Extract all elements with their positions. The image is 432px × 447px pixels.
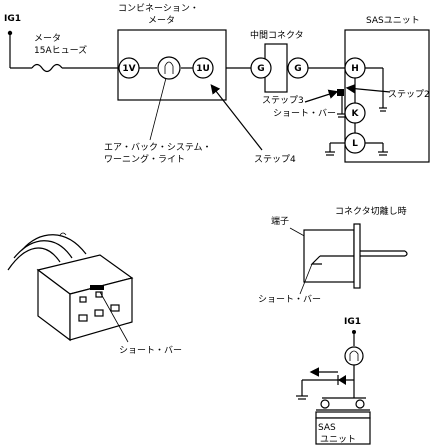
connector-front-face (69, 277, 133, 341)
connector-illustration: ショート・バー (7, 232, 182, 356)
terminal-label: 端子 (271, 215, 289, 227)
step4-label: ステップ4 (254, 154, 296, 165)
warning-light-label-1: エア・バック・システム・ (104, 142, 212, 153)
connector-wire-2 (13, 240, 73, 259)
combination-meter-label-1: コンビネーション・ (118, 3, 199, 14)
small-terminal-b (355, 399, 365, 409)
connector-hole-5 (95, 291, 103, 298)
small-lamp-filament-icon (349, 350, 359, 361)
combination-meter-label-2: メータ (148, 15, 175, 26)
connector-hole-3 (110, 304, 120, 312)
step2-label: ステップ2 (388, 89, 430, 100)
short-bar-top-label: ショート・バー (273, 108, 336, 119)
small-lamp-icon (344, 346, 364, 366)
terminal-g-right-label: G (294, 64, 301, 74)
warning-light-label-2: ワーニング・ライト (104, 153, 185, 165)
terminal-1v (118, 57, 140, 79)
meter-fuse-label-2: 15Aヒューズ (34, 44, 87, 56)
connector-flange (353, 223, 361, 289)
short-bar-bottom-leader (99, 291, 129, 343)
short-bar-mid-leader (299, 263, 313, 295)
terminal-1u-label: 1U (196, 64, 210, 74)
connector-hole-4 (79, 296, 87, 303)
diode-icon (338, 375, 346, 385)
fuse-icon (31, 63, 63, 73)
small-sas-box (315, 417, 371, 445)
wire-break-mark (59, 232, 67, 236)
terminal-k-label: K (352, 109, 360, 119)
connector-hole-2 (94, 309, 104, 317)
step3-label: ステップ3 (262, 95, 304, 106)
warning-lamp-icon (157, 56, 181, 80)
warning-light-leader (149, 77, 167, 141)
terminal-h-label: H (351, 64, 359, 74)
small-sas-label-2: ユニット (320, 435, 356, 445)
short-bar-bottom-label: ショート・バー (119, 345, 182, 356)
ig1-top-label: IG1 (4, 14, 21, 24)
meter-fuse-label-1: メータ (34, 33, 61, 44)
connector-wire-3 (21, 234, 87, 255)
small-sas-strip (315, 411, 371, 419)
connector-hole-1 (78, 314, 88, 322)
mid-connector-label: 中間コネクタ (250, 29, 304, 41)
terminal-l-label: L (352, 139, 358, 149)
connector-detached-section: コネクタ切離し時 端子 ショート・バー (258, 205, 408, 305)
small-schematic: IG1 SAS ユニット (296, 317, 371, 445)
connector-wire-1 (7, 247, 61, 271)
step3-arrow (304, 89, 339, 103)
step2-arrow (345, 83, 391, 94)
small-sas-label-1: SAS (318, 423, 336, 433)
terminal-1v-label: 1V (122, 64, 135, 74)
terminal-1u (192, 57, 214, 79)
connector-detached-label: コネクタ切離し時 (335, 205, 407, 217)
short-bar-mid-label: ショート・バー (258, 294, 321, 305)
terminal-g-left-label: G (257, 64, 264, 74)
sas-unit-label: SASユニット (366, 16, 420, 26)
lamp-filament-icon (164, 61, 174, 74)
short-bar-contact (337, 89, 344, 96)
step4-arrow (210, 84, 263, 151)
wire-end-cap (404, 250, 408, 257)
terminal-g-left (250, 57, 272, 79)
connector-short-bar (90, 285, 104, 290)
ig1-bottom-label: IG1 (344, 317, 361, 327)
top-circuit: IG1 メータ 15Aヒューズ コンビネーション・ メータ 1V 1U エア・バ… (4, 3, 430, 165)
small-terminal-a (320, 399, 330, 409)
